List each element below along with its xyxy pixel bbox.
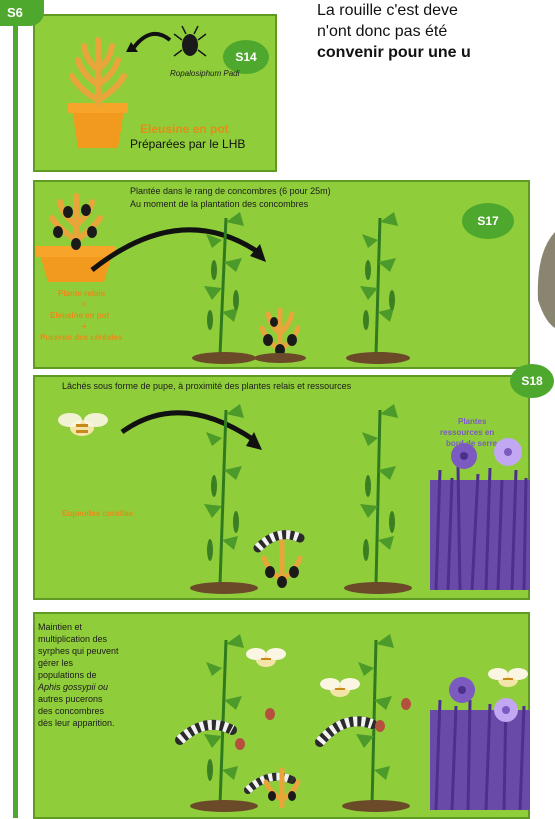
hoverfly-icon-2 [246, 648, 286, 667]
hoverfly-icon-3 [320, 678, 360, 697]
larva-icon [180, 725, 232, 740]
resource-plants-icon-2 [430, 677, 530, 810]
hoverfly-icon-4 [488, 668, 528, 687]
cucumber-plant-icon-5 [204, 634, 244, 805]
